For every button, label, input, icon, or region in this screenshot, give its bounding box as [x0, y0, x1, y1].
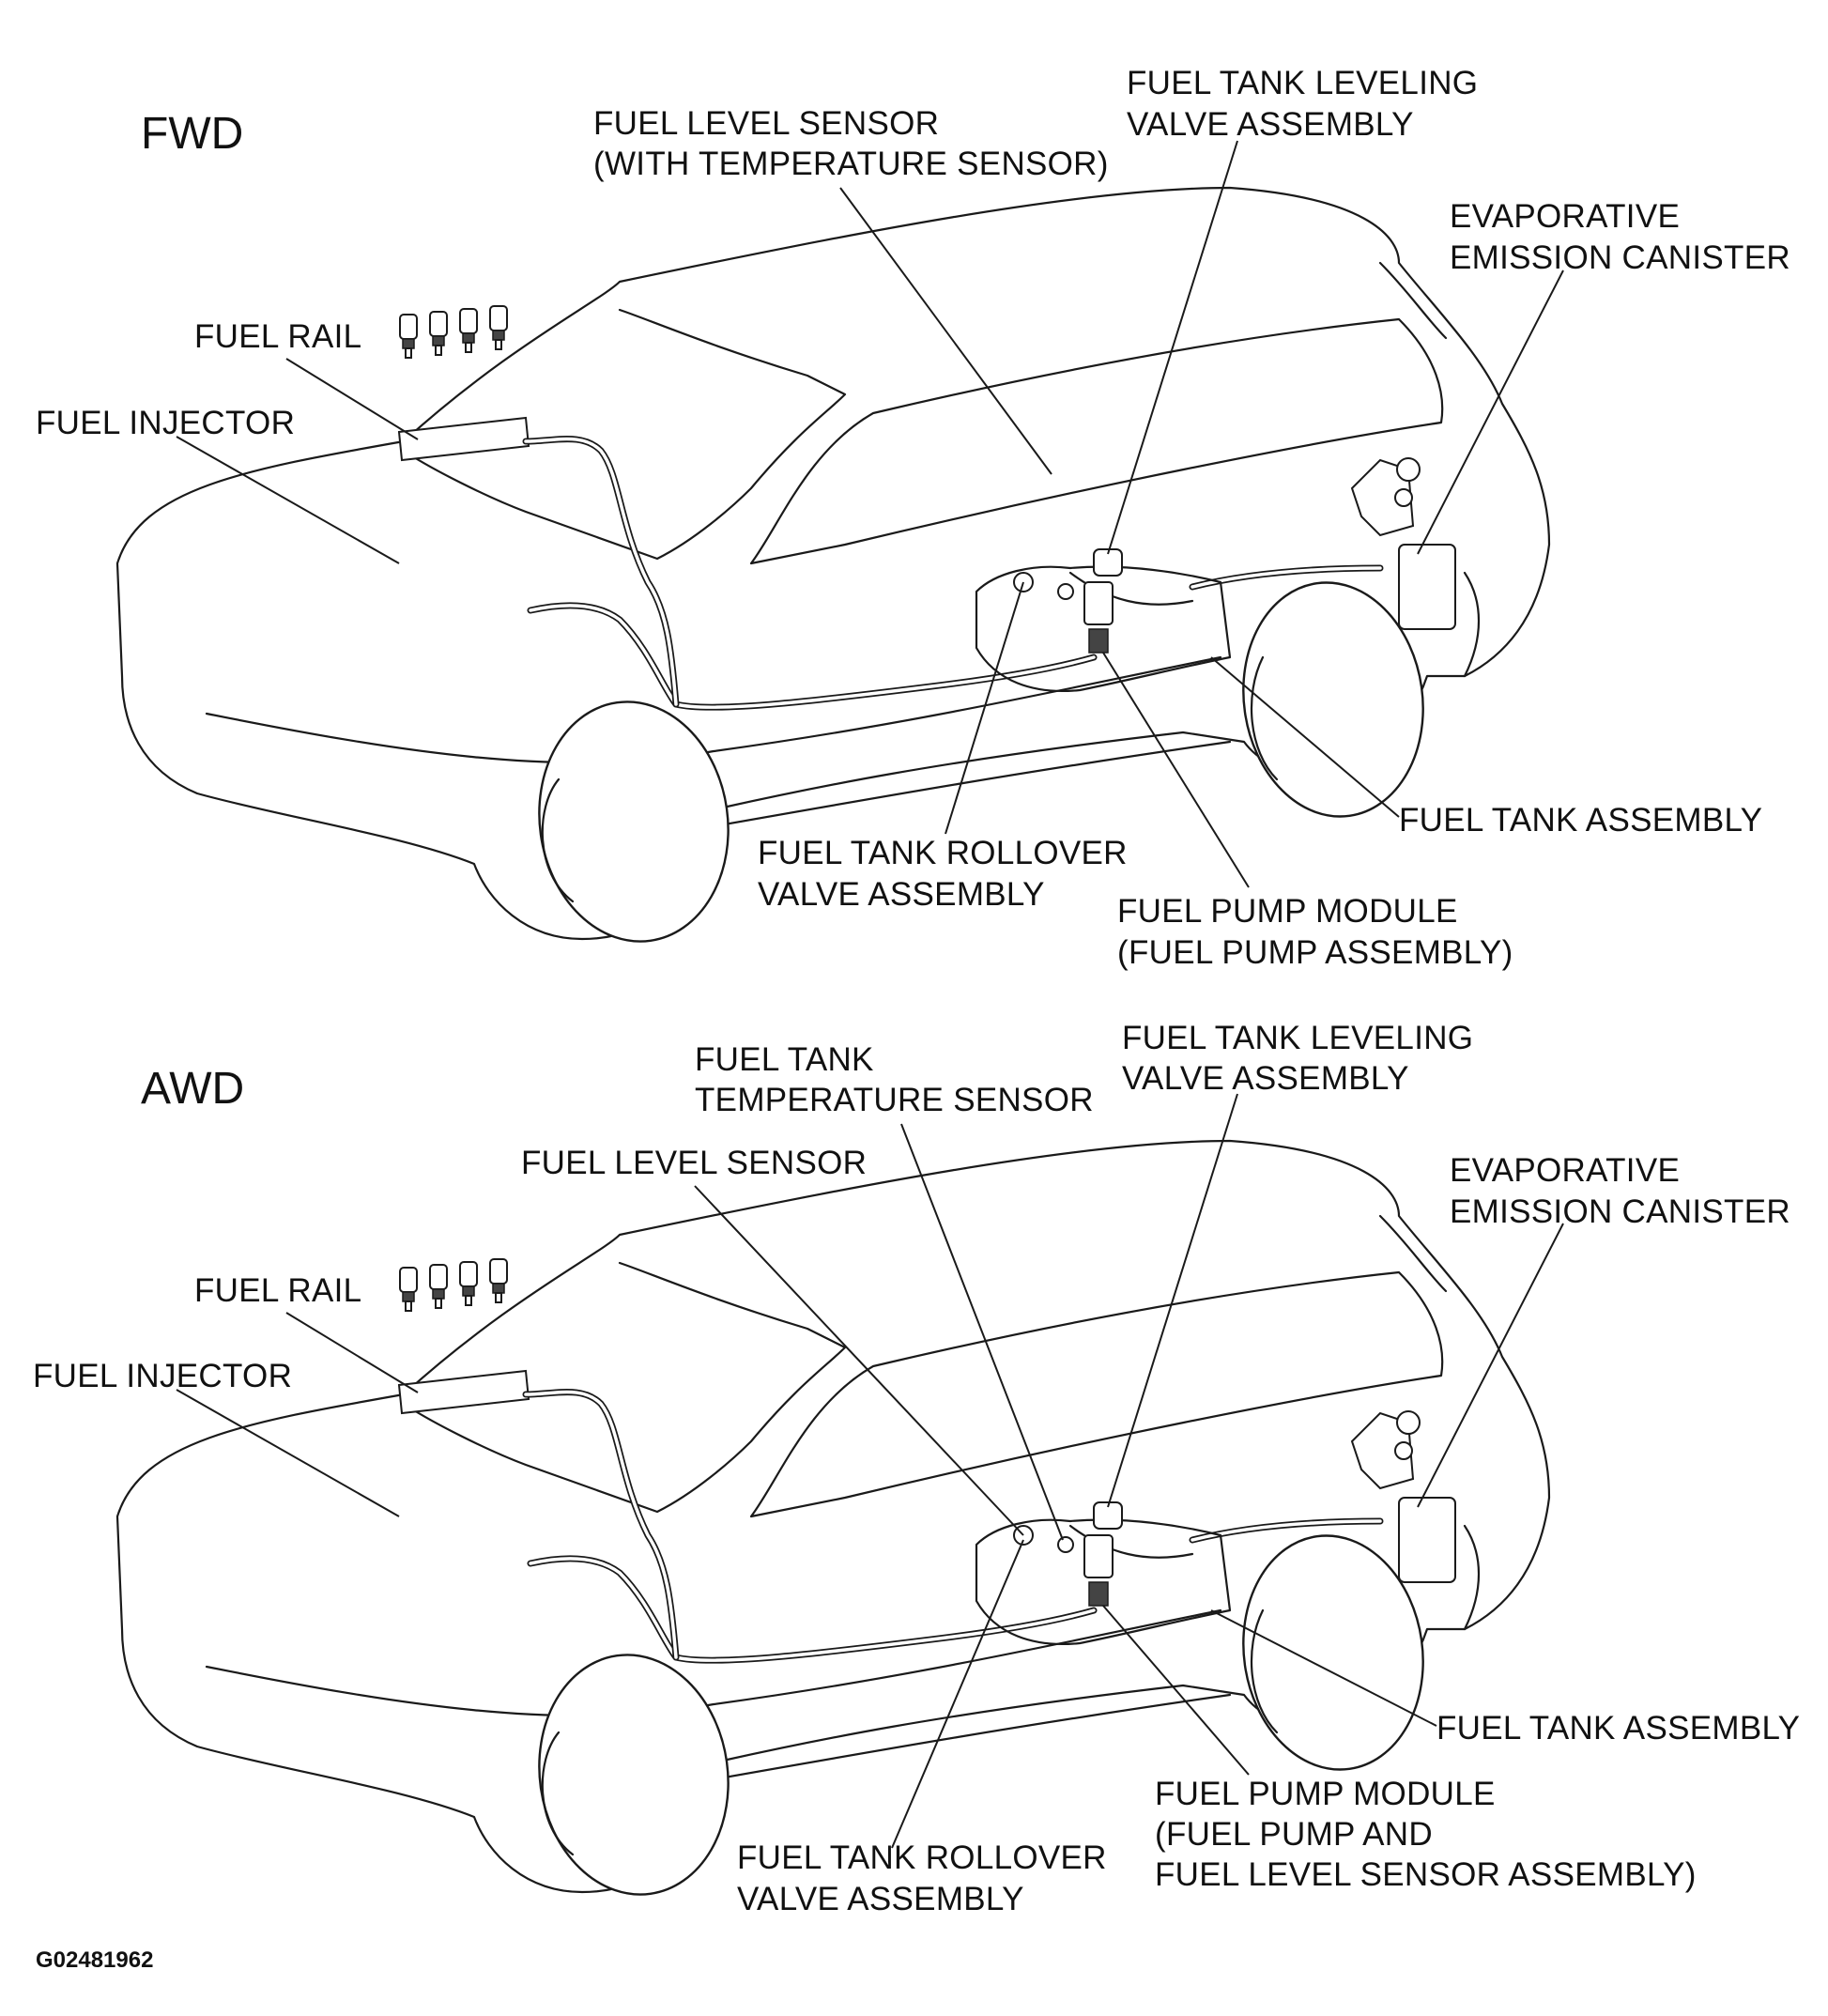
label-fuel-rail: FUEL RAIL: [194, 318, 361, 355]
label-canister-line2: EMISSION CANISTER: [1450, 239, 1790, 276]
figure-id: G02481962: [36, 1947, 153, 1973]
label-pump-module-line3: FUEL LEVEL SENSOR ASSEMBLY): [1155, 1856, 1697, 1893]
label-pump-module-line1: FUEL PUMP MODULE: [1155, 1776, 1496, 1812]
label-leveling-valve-line2: VALVE ASSEMBLY: [1127, 106, 1414, 143]
label-rollover-valve-line1: FUEL TANK ROLLOVER: [737, 1839, 1107, 1876]
label-fuel-level-sensor-line2: (WITH TEMPERATURE SENSOR): [593, 146, 1109, 182]
label-fuel-tank: FUEL TANK ASSEMBLY: [1436, 1710, 1800, 1747]
label-leveling-valve-line2: VALVE ASSEMBLY: [1122, 1060, 1409, 1097]
label-fuel-rail: FUEL RAIL: [194, 1272, 361, 1309]
panel-title: FWD: [141, 109, 243, 159]
label-fuel-injector: FUEL INJECTOR: [33, 1358, 292, 1394]
label-temp-sensor-line1: FUEL TANK: [695, 1041, 874, 1078]
leader-lines: [176, 140, 1564, 888]
fwd-panel: FWD FUEL RAIL FUEL INJECTOR FUEL LEVEL S…: [36, 65, 1790, 971]
label-fuel-injector: FUEL INJECTOR: [36, 405, 295, 441]
label-fuel-level-sensor: FUEL LEVEL SENSOR: [521, 1145, 867, 1181]
label-canister-line1: EVAPORATIVE: [1450, 198, 1680, 235]
label-fuel-tank: FUEL TANK ASSEMBLY: [1399, 802, 1762, 839]
label-rollover-valve-line2: VALVE ASSEMBLY: [758, 876, 1045, 913]
label-canister-line2: EMISSION CANISTER: [1450, 1193, 1790, 1230]
label-canister-line1: EVAPORATIVE: [1450, 1152, 1680, 1189]
callout-labels: FUEL RAIL FUEL INJECTOR FUEL LEVEL SENSO…: [36, 65, 1790, 971]
awd-panel: AWD FUEL RAIL FUEL INJECTOR FUEL TA: [33, 1020, 1800, 1917]
fuel-injectors: [399, 305, 508, 359]
label-leveling-valve-line1: FUEL TANK LEVELING: [1127, 65, 1478, 101]
leader-lines: [176, 1093, 1564, 1849]
label-rollover-valve-line1: FUEL TANK ROLLOVER: [758, 835, 1128, 871]
label-fuel-level-sensor-line1: FUEL LEVEL SENSOR: [593, 105, 939, 142]
label-rollover-valve-line2: VALVE ASSEMBLY: [737, 1881, 1024, 1917]
fuel-injectors: [399, 1258, 508, 1312]
callout-labels: FUEL RAIL FUEL INJECTOR FUEL TANK TEMPER…: [33, 1020, 1800, 1917]
label-pump-module-line2: (FUEL PUMP ASSEMBLY): [1117, 934, 1513, 971]
label-pump-module-line2: (FUEL PUMP AND: [1155, 1816, 1433, 1853]
panel-title: AWD: [141, 1064, 244, 1114]
label-pump-module-line1: FUEL PUMP MODULE: [1117, 893, 1458, 930]
label-temp-sensor-line2: TEMPERATURE SENSOR: [695, 1082, 1094, 1118]
label-leveling-valve-line1: FUEL TANK LEVELING: [1122, 1020, 1473, 1056]
